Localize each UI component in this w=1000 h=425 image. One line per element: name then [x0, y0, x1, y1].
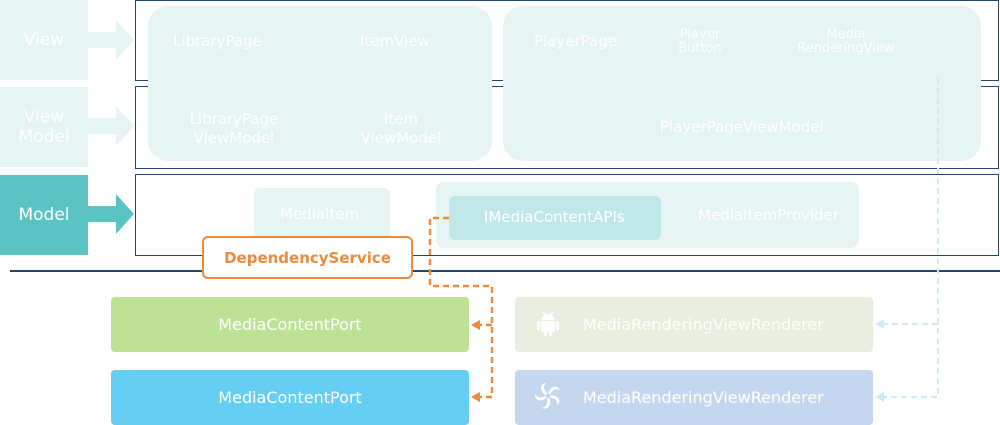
renderer-xamarin: MediaRenderingViewRenderer — [515, 370, 873, 425]
layer-arrows — [86, 20, 134, 234]
media-rendering-view-line2: RenderingView — [797, 41, 895, 56]
player-button-line2: Button — [678, 41, 722, 56]
viewmodel-arrow — [86, 106, 134, 146]
light-dashed-connector — [882, 78, 939, 398]
orange-arrowhead-bottom — [471, 392, 480, 402]
media-item-label: MediaItem — [280, 205, 360, 223]
player-container — [503, 6, 981, 161]
player-button-line1: Player — [679, 27, 721, 42]
orange-arrowhead-top — [471, 320, 480, 330]
layer-label-view-text: View — [23, 30, 65, 50]
layer-label-model-text: Model — [18, 205, 70, 225]
player-page-label: PlayerPage — [534, 32, 617, 50]
renderer-android: MediaRenderingViewRenderer — [515, 297, 873, 352]
light-arrowhead-top — [875, 319, 884, 329]
layer-label-model: Model — [0, 175, 88, 255]
renderer-android-label: MediaRenderingViewRenderer — [583, 315, 824, 334]
media-content-port-green-label: MediaContentPort — [218, 315, 362, 334]
media-content-port-blue: MediaContentPort — [111, 370, 469, 425]
layer-label-viewmodel: View Model — [0, 87, 88, 167]
media-content-port-blue-label: MediaContentPort — [218, 388, 362, 407]
dependency-service-label: DependencyService — [224, 248, 391, 267]
item-view-label: ItemView — [360, 32, 430, 50]
media-item-provider-label: MediaItemProvider — [698, 206, 839, 224]
platform-separator-line — [10, 270, 1000, 272]
renderer-xamarin-label: MediaRenderingViewRenderer — [583, 388, 824, 407]
layer-label-view: View — [0, 0, 88, 80]
imedia-content-apis-label: IMediaContentAPIs — [484, 208, 625, 226]
layer-label-viewmodel-line1: View — [23, 107, 65, 127]
library-page-label: LibraryPage — [173, 32, 262, 50]
player-page-viewmodel-label: PlayerPageViewModel — [660, 118, 824, 136]
light-arrowhead-bottom — [875, 392, 884, 402]
view-arrow — [86, 20, 134, 60]
layer-label-viewmodel-line2: Model — [18, 127, 70, 147]
item-viewmodel-line1: Item — [383, 110, 419, 128]
media-content-port-green: MediaContentPort — [111, 297, 469, 352]
imedia-content-apis-box — [449, 196, 661, 240]
media-rendering-view-line1: Media — [826, 27, 866, 42]
player-button-label: Player Button — [672, 28, 728, 56]
library-page-viewmodel-line2: ViewModel — [193, 129, 275, 147]
library-page-viewmodel-line1: LibraryPage — [189, 110, 279, 128]
library-container — [148, 6, 492, 161]
dependency-service-box: DependencyService — [202, 236, 413, 279]
model-arrow — [86, 194, 134, 234]
android-icon — [537, 311, 559, 336]
item-viewmodel-line2: ViewModel — [360, 129, 442, 147]
item-viewmodel-label: Item ViewModel — [354, 110, 448, 148]
media-rendering-view-label: Media RenderingView — [790, 28, 902, 56]
xamarin-icon — [534, 382, 560, 409]
media-item-box — [254, 188, 390, 242]
library-page-viewmodel-label: LibraryPage ViewModel — [184, 110, 284, 148]
